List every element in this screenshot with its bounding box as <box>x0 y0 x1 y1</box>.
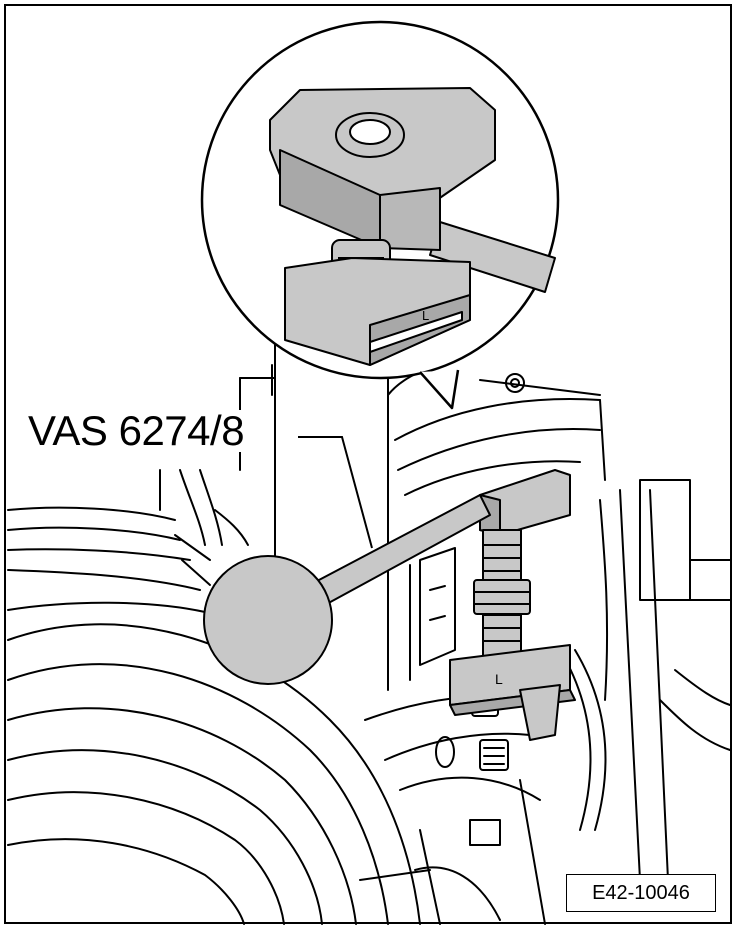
lower-jaw-mark: L <box>495 671 503 687</box>
detail-magnifier: L <box>200 20 560 410</box>
figure-id-label: E42-10046 <box>566 874 716 912</box>
handle-bar <box>299 494 491 613</box>
tool-label: VAS 6274/8 <box>26 407 247 454</box>
figure-frame <box>4 4 732 924</box>
leader-line <box>298 436 373 549</box>
wheel-disc <box>7 623 421 925</box>
spring-compressor-tool: L <box>203 469 576 741</box>
control-arm <box>394 373 606 496</box>
detail-side-mark: L <box>422 308 429 323</box>
mount-bracket <box>409 547 456 681</box>
body-panel <box>7 469 249 613</box>
brake-lines <box>559 479 731 881</box>
handle-knob <box>203 555 333 685</box>
